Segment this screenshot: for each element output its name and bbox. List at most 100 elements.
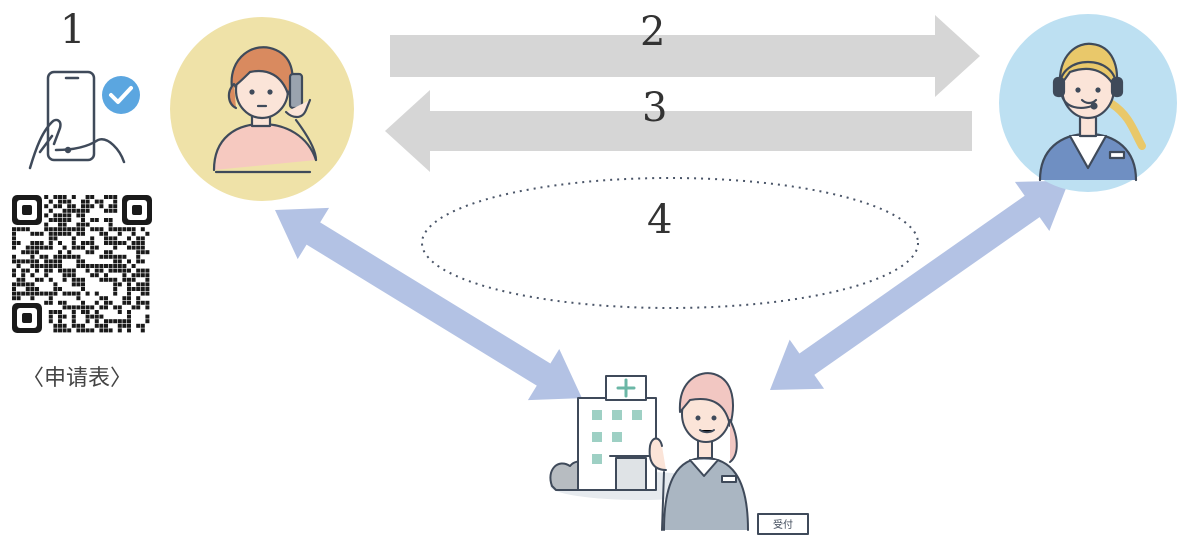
qr-module (62, 328, 67, 333)
qr-module (122, 273, 127, 278)
qr-module (136, 236, 141, 241)
qr-module (58, 222, 62, 227)
qr-module (21, 268, 26, 273)
qr-module (76, 291, 81, 296)
phone-hand-icon (28, 70, 126, 170)
qr-module (76, 213, 81, 218)
qr-module (104, 195, 108, 199)
qr-module (48, 259, 53, 264)
qr-module (76, 208, 81, 213)
qr-module (108, 250, 113, 255)
qr-module (71, 241, 76, 245)
qr-module (48, 231, 53, 236)
qr-module (104, 236, 108, 241)
qr-module (136, 245, 141, 250)
qr-module (76, 282, 81, 287)
qr-module (122, 227, 127, 232)
qr-module (117, 259, 122, 264)
qr-module (39, 264, 44, 268)
qr-module (94, 273, 99, 278)
qr-module (140, 245, 145, 250)
qr-module (99, 277, 104, 282)
qr-module (104, 231, 108, 236)
qr-module (94, 314, 99, 319)
qr-module (117, 310, 122, 314)
qr-module (71, 314, 76, 319)
qr-module (113, 208, 118, 213)
qr-module (30, 296, 35, 301)
qr-module (30, 287, 35, 291)
qr-module (94, 264, 99, 268)
qr-module (71, 323, 76, 328)
qr-module (117, 264, 122, 268)
qr-module (90, 245, 95, 250)
qr-module (53, 204, 58, 209)
qr-module (48, 314, 53, 319)
qr-module (145, 305, 150, 310)
qr-module (53, 259, 58, 264)
qr-module (140, 282, 145, 287)
qr-module (122, 296, 127, 301)
qr-module (44, 213, 49, 218)
qr-module (113, 195, 118, 199)
step-4-label: 4 (647, 197, 673, 243)
qr-module (71, 291, 76, 296)
qr-module (58, 328, 62, 333)
qr-module (117, 268, 122, 273)
qr-module (12, 231, 16, 236)
qr-module (81, 264, 85, 268)
qr-module (12, 268, 16, 273)
qr-module (62, 291, 67, 296)
qr-module (81, 208, 85, 213)
qr-module (122, 300, 127, 305)
qr-module (131, 231, 136, 236)
qr-module (99, 231, 104, 236)
qr-module (145, 282, 150, 287)
qr-module (53, 287, 58, 291)
qr-module (85, 291, 90, 296)
qr-module (12, 245, 16, 250)
qr-module (94, 319, 99, 324)
qr-module (136, 305, 141, 310)
qr-module (113, 291, 118, 296)
qr-module (35, 250, 39, 255)
qr-module (53, 264, 58, 268)
qr-module (25, 250, 30, 255)
qr-module (71, 236, 76, 241)
qr-module (104, 328, 108, 333)
qr-module (81, 199, 85, 204)
qr-module (67, 204, 72, 209)
qr-module (131, 273, 136, 278)
qr-module (94, 310, 99, 314)
qr-module (113, 245, 118, 250)
qr-module (131, 287, 136, 291)
qr-module (12, 236, 16, 241)
qr-module (35, 277, 39, 282)
qr-code (12, 195, 152, 333)
qr-module (67, 273, 72, 278)
qr-module (131, 241, 136, 245)
qr-module (108, 277, 113, 282)
qr-module (127, 310, 131, 314)
qr-module (16, 264, 21, 268)
qr-module (85, 222, 90, 227)
qr-module (145, 277, 150, 282)
qr-module (145, 319, 150, 324)
qr-module (71, 195, 76, 199)
qr-module (113, 264, 118, 268)
qr-module (145, 273, 150, 278)
qr-module (117, 282, 122, 287)
qr-module (30, 254, 35, 259)
qr-module (62, 227, 67, 232)
qr-module (127, 245, 131, 250)
qr-module (53, 227, 58, 232)
qr-module (76, 222, 81, 227)
qr-module (48, 300, 53, 305)
qr-module (85, 319, 90, 324)
qr-module (44, 204, 49, 209)
qr-module (140, 241, 145, 245)
qr-module (30, 264, 35, 268)
qr-module (58, 254, 62, 259)
qr-module (108, 227, 113, 232)
qr-module (53, 291, 58, 296)
